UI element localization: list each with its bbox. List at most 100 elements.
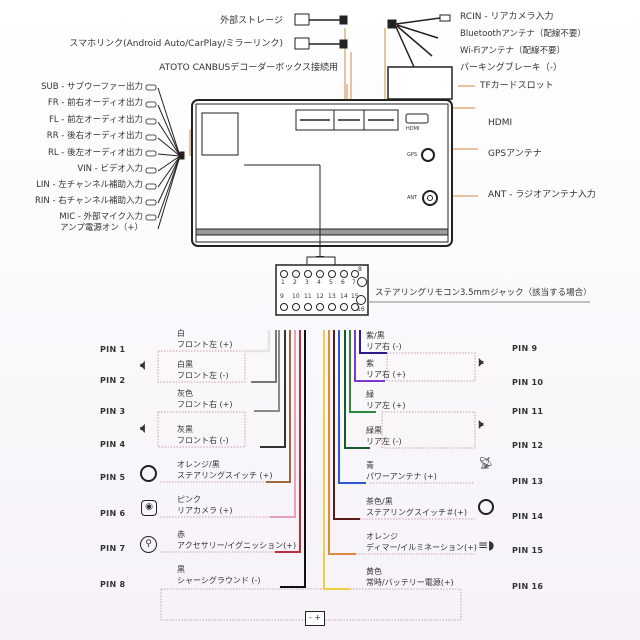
pin-label: PIN 12 [512, 441, 544, 450]
wire-color-name: 緑 [366, 390, 374, 399]
rca-sub-label: SUB - サブウーファー出力 [41, 82, 143, 92]
wire-color-name: ピンク [177, 495, 201, 504]
headlight-dimmer-icon: ≡◗ [478, 538, 495, 552]
wire-function: リアカメラ (+) [177, 506, 233, 515]
wire-color-name: オレンジ/黒 [177, 460, 220, 469]
speaker-rear-left-icon: 🔈︎ [474, 414, 484, 433]
rcin-label: RCIN - リアカメラ入力 [460, 12, 554, 22]
wire-pin-5 [266, 330, 291, 483]
pin-label: PIN 7 [100, 544, 126, 553]
speaker-front-left-icon: 🔈︎ [140, 355, 150, 374]
wire-pin-13 [338, 330, 366, 484]
wire-function: シャーシグラウンド (-) [177, 576, 261, 585]
wire-function: フロント左 (-) [177, 371, 229, 380]
connector-pin-number: 6 [341, 279, 345, 286]
wire-color-name: 白 [177, 329, 185, 338]
wifi-antenna-label: Wi-Fiアンテナ（配線不要） [460, 46, 565, 56]
wire-color-name: 紫 [366, 359, 374, 368]
pin-label: PIN 3 [100, 407, 126, 416]
connector-pin-number: 15 [351, 293, 359, 300]
bluetooth-antenna-label: Bluetoothアンテナ（配線不要） [460, 29, 586, 39]
wire-pin-6 [270, 330, 296, 518]
wire-pin-3 [254, 330, 280, 412]
pin-label: PIN 2 [100, 376, 126, 385]
pin-label: PIN 9 [512, 344, 538, 353]
wire-color-name: 黄色 [366, 567, 382, 576]
radio-antenna-label: ANT - ラジオアンテナ入力 [488, 190, 596, 200]
gps-port-label: GPS [407, 152, 418, 158]
wire-pin-8 [280, 330, 306, 588]
parking-brake-label: パーキングブレーキ（-） [460, 63, 562, 73]
smartphone-link-label: スマホリンク(Android Auto/CarPlay/ミラーリンク) [69, 39, 283, 49]
connector-pin-number: 2 [293, 279, 297, 286]
wire-color-name: 茶色/黒 [366, 497, 393, 506]
wire-color-name: 紫/黒 [366, 331, 385, 340]
steering-jack-label: ステアリングリモコン3.5mmジャック（該当する場合） [375, 288, 592, 298]
hdmi-port-label: HDMI [406, 126, 420, 132]
wire-pin-2 [251, 330, 277, 383]
pin-label: PIN 10 [512, 378, 544, 387]
canbus-label: ATOTO CANBUSデコーダーボックス接続用 [159, 63, 338, 73]
battery-icon: - + [305, 611, 325, 626]
wire-pin-10 [354, 330, 385, 382]
wire-pin-4 [260, 330, 286, 448]
steering-wheel-icon-right [478, 499, 494, 515]
wire-pin-11 [349, 330, 376, 413]
wire-color-name: 緑黒 [366, 426, 382, 435]
pin-label: PIN 16 [512, 582, 544, 591]
pin-label: PIN 8 [100, 580, 126, 589]
rca-fl-label: FL - 前左オーディオ出力 [48, 115, 143, 125]
wire-color-name: 青 [366, 461, 374, 470]
pin-label: PIN 4 [100, 440, 126, 449]
pin-label: PIN 1 [100, 345, 126, 354]
connector-pin-number: 1 [281, 279, 285, 286]
steering-wheel-icon [140, 465, 157, 482]
wire-pin-16 [323, 330, 350, 590]
connector-pin-number: 9 [280, 293, 284, 300]
rear-camera-icon: ◉ [141, 500, 157, 516]
pin-label: PIN 5 [100, 473, 126, 482]
wire-function: リア左 (+) [366, 401, 406, 410]
wire-function: リア右 (+) [366, 370, 406, 379]
wire-function: ステアリングスイッチ＃(+) [366, 508, 467, 517]
connector-pin-number: 10 [292, 293, 300, 300]
wire-pin-9 [359, 330, 387, 354]
connector-pin-number: 14 [340, 293, 348, 300]
wire-color-name: 白黒 [177, 360, 193, 369]
wire-function: ディマー/イルミネーション(+) [366, 543, 477, 552]
speaker-rear-right-icon: 🔈︎ [474, 352, 484, 371]
connector-pin-number: 7 [352, 279, 356, 286]
rca-lin-label: LIN - 左チャンネル補助入力 [36, 180, 143, 190]
power-antenna-icon: 📡︎ [478, 456, 494, 470]
wire-color-name: 赤 [177, 530, 185, 539]
connector-pin-number: 3 [305, 279, 309, 286]
rca-rr-label: RR - 後右オーディオ出力 [46, 131, 143, 141]
wire-function: 常時/バッテリー電源(+) [366, 578, 454, 587]
connector-pin-number: 11 [304, 293, 312, 300]
wire-color-name: オレンジ [366, 532, 398, 541]
wire-pin-14 [333, 330, 360, 520]
wire-color-name: 灰黒 [177, 425, 193, 434]
pin-label: PIN 15 [512, 546, 544, 555]
rca-rl-label: RL - 後左オーディオ出力 [47, 148, 143, 158]
rca-vin-label: VIN - ビデオ入力 [77, 164, 143, 174]
ant-port-label: ANT [407, 195, 418, 201]
wire-pin-15 [328, 330, 356, 555]
pin-label: PIN 11 [512, 407, 544, 416]
wire-function: ステアリングスイッチ (+) [177, 471, 273, 480]
wire-pin-7 [275, 330, 301, 553]
pin-label: PIN 6 [100, 509, 126, 518]
wire-pin-12 [344, 330, 370, 449]
wire-function: リア左 (-) [366, 437, 402, 446]
amp-power-on-label: アンプ電源オン（+） [59, 223, 143, 233]
connector-pin-number: 12 [316, 293, 324, 300]
ignition-key-icon: ⚲ [140, 536, 157, 553]
gps-antenna-label: GPSアンテナ [488, 149, 542, 159]
wire-function: フロント左 (+) [177, 340, 233, 349]
pin-label: PIN 14 [512, 512, 544, 521]
wire-function: フロント右 (-) [177, 436, 229, 445]
tf-card-slot-label: TFカードスロット [480, 81, 554, 91]
wire-function: フロント右 (+) [177, 400, 233, 409]
pin-label: PIN 13 [512, 477, 544, 486]
